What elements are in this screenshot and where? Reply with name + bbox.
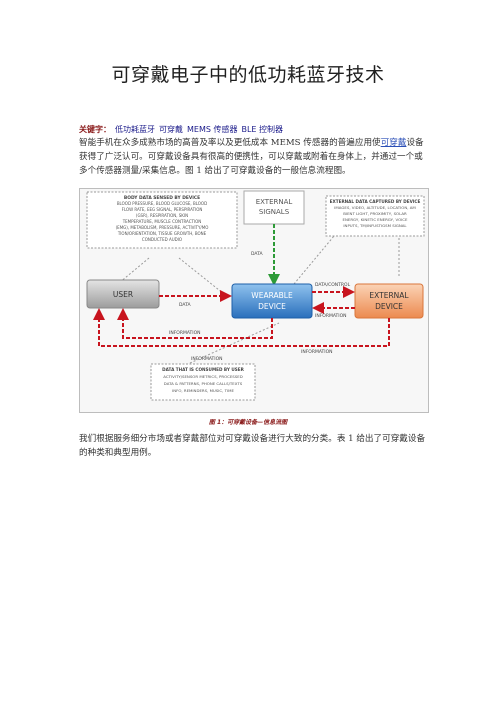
consumed-data-callout: DATA THAT IS CONSUMED BY USER ACTIVITY/S… (150, 363, 256, 401)
classification-paragraph: 我们根据服务细分市场或者穿戴部位对可穿戴设备进行大致的分类。表 1 给出了可穿戴… (79, 434, 426, 458)
wearable-link[interactable]: 可穿戴 (380, 138, 407, 148)
wearable-device-box: WEARABLE DEVICE (231, 283, 313, 319)
label-information-right: INFORMATION (315, 313, 347, 319)
external-to-user-arrow (93, 308, 390, 347)
body-data-callout: BODY DATA SENSED BY DEVICE BLOOD PRESSUR… (86, 191, 238, 249)
svg-text:DATA & PATTERNS, PHONE CALLS/T: DATA & PATTERNS, PHONE CALLS/TEXTS (164, 381, 243, 386)
user-box: USER (86, 279, 160, 309)
para1-text-after: 设备获得了广泛认可。可穿戴设备具有很高的便携性，可以穿戴或附着在身体上，并通过一… (79, 138, 424, 176)
svg-text:TEMPERATURE, MUSCLE CONTRACTIO: TEMPERATURE, MUSCLE CONTRACTION (122, 219, 202, 224)
svg-text:DATA THAT IS CONSUMED BY USER: DATA THAT IS CONSUMED BY USER (162, 367, 244, 372)
external-device-box: EXTERNAL DEVICE (354, 283, 424, 319)
external-signals-box: EXTERNAL SIGNALS (243, 190, 305, 225)
svg-text:DEVICE: DEVICE (258, 302, 286, 311)
svg-text:EXTERNAL: EXTERNAL (256, 198, 293, 206)
document-title: 可穿戴电子中的低功耗蓝牙技术 (111, 64, 385, 86)
svg-text:EXTERNAL: EXTERNAL (369, 291, 409, 300)
body-data-heading: BODY DATA SENSED BY DEVICE (124, 195, 200, 201)
information-flow-diagram: BODY DATA SENSED BY DEVICE BLOOD PRESSUR… (79, 188, 429, 413)
label-information-lower: INFORMATION (191, 356, 223, 362)
svg-text:BIENT LIGHT, PROXIMITY, SOLAR: BIENT LIGHT, PROXIMITY, SOLAR (343, 211, 407, 216)
svg-text:IMAGES, VIDEO, ALTITUDE, LOCAT: IMAGES, VIDEO, ALTITUDE, LOCATION, AM (334, 205, 415, 210)
svg-text:SIGNALS: SIGNALS (259, 208, 290, 216)
label-information-bottom: INFORMATION (301, 349, 333, 355)
keyword-3[interactable]: MEMS 传感器 (187, 125, 238, 134)
figure-caption: 图 1：可穿戴设备—信息流图 (208, 419, 288, 426)
label-data-left: DATA (179, 302, 192, 308)
keyword-2[interactable]: 可穿戴 (159, 125, 183, 134)
svg-text:ACTIVITY/SENSOR METRICS, PROCE: ACTIVITY/SENSOR METRICS, PROCESSED (163, 374, 242, 379)
label-data-control: DATA/CONTROL (315, 282, 351, 288)
keyword-1[interactable]: 低功耗蓝牙 (115, 125, 155, 134)
wearable-to-user-arrow (117, 308, 273, 339)
label-data-top: DATA (251, 251, 264, 257)
svg-text:WEARABLE: WEARABLE (251, 291, 293, 300)
svg-text:(GSR), RESPIRATION, SKIN: (GSR), RESPIRATION, SKIN (136, 213, 188, 218)
svg-text:CONDUCTED AUDIO: CONDUCTED AUDIO (142, 237, 182, 242)
svg-text:BLOOD PRESSURE, BLOOD GLUCOSE,: BLOOD PRESSURE, BLOOD GLUCOSE, BLOOD (117, 201, 207, 206)
label-information-mid: INFORMATION (169, 330, 201, 336)
svg-text:TION/ORIENTATION, TISSUE GROWT: TION/ORIENTATION, TISSUE GROWTH, BONE (117, 231, 207, 236)
svg-text:USER: USER (113, 290, 133, 299)
svg-text:DEVICE: DEVICE (375, 302, 403, 311)
intro-paragraph: 智能手机在众多成熟市场的高普及率以及更低成本 MEMS 传感器的普遍应用使可穿戴… (79, 136, 429, 178)
para1-text-before: 智能手机在众多成熟市场的高普及率以及更低成本 MEMS 传感器的普遍应用使 (79, 138, 381, 148)
svg-text:(EMG), METABOLISM, PRESSURE, A: (EMG), METABOLISM, PRESSURE, ACTIVITY/MO (116, 225, 209, 230)
svg-text:FLOW RATE, EEG SIGNAL, PERSPIR: FLOW RATE, EEG SIGNAL, PERSPIRATION (122, 207, 203, 212)
svg-text:INPUTS, TM/INFUSTIGSM SIGNAL: INPUTS, TM/INFUSTIGSM SIGNAL (343, 223, 407, 228)
svg-text:ENERGY, KINETIC ENERGY, VOICE: ENERGY, KINETIC ENERGY, VOICE (343, 217, 408, 222)
keyword-4[interactable]: BLE 控制器 (241, 125, 284, 134)
external-data-callout: EXTERNAL DATA CAPTURED BY DEVICE IMAGES,… (325, 195, 425, 237)
svg-text:EXTERNAL DATA CAPTURED BY DEVI: EXTERNAL DATA CAPTURED BY DEVICE (330, 199, 421, 204)
svg-text:INFO, REMINDERS, MUSIC, TIME: INFO, REMINDERS, MUSIC, TIME (172, 388, 234, 393)
keywords-label: 关键字： (79, 125, 111, 134)
